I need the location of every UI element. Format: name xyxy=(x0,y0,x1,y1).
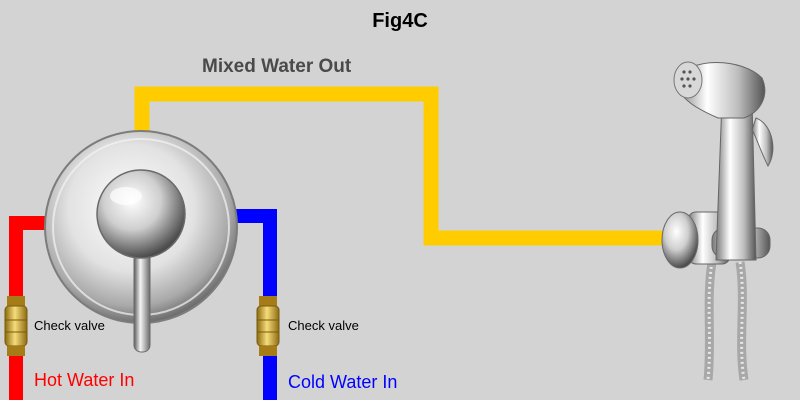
check-valve-label-left: Check valve xyxy=(34,318,105,333)
check-valve-label-right: Check valve xyxy=(288,318,359,333)
mixer-valve-icon xyxy=(44,130,238,353)
check-valve-icon xyxy=(4,296,28,356)
cold-water-in-label: Cold Water In xyxy=(288,372,398,392)
hot-water-in-label: Hot Water In xyxy=(34,370,135,390)
check-valve-icon xyxy=(256,296,280,356)
mixed-water-out-label: Mixed Water Out xyxy=(202,56,352,77)
bidet-sprayer-icon xyxy=(661,61,774,381)
mixed-water-pipe xyxy=(134,86,690,246)
figure-title: Fig4C xyxy=(372,10,428,32)
